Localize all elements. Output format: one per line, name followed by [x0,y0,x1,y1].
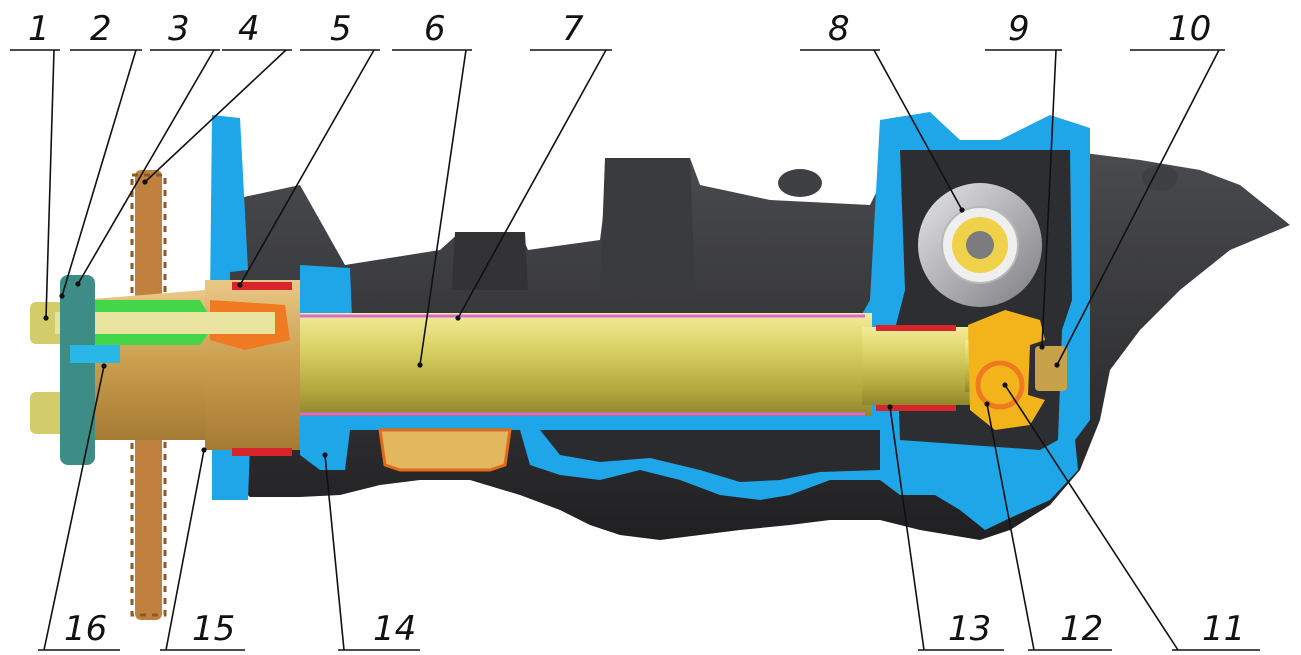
callout-5: 5 [237,9,380,288]
callout-number-16: 16 [64,609,107,649]
callout-leader-16 [43,365,105,651]
callout-number-5: 5 [330,9,352,49]
callout-number-13: 13 [948,609,991,649]
housing-tall-boss [600,158,695,290]
bushing-lower [232,448,292,456]
callout-11: 11 [1002,382,1260,651]
lower-cavity [540,430,880,482]
lower-boss [378,428,512,472]
callout-number-3: 3 [168,9,190,49]
callout-dot-5 [237,282,243,288]
callout-dot-14 [322,452,328,458]
callout-number-8: 8 [828,9,850,49]
bushing-right-upper [876,325,956,331]
callout-number-6: 6 [424,9,446,49]
callout-7: 7 [455,9,612,321]
callout-leader-3 [77,49,215,285]
callout-number-4: 4 [238,9,260,49]
callout-dot-2 [59,293,65,299]
callout-leader-10 [1056,49,1220,366]
callout-15: 15 [160,447,245,651]
callout-number-2: 2 [90,9,112,49]
housing-round-boss [778,169,822,197]
callout-dot-7 [455,315,461,321]
callout-8: 8 [800,9,965,213]
callout-number-10: 10 [1168,9,1211,49]
pinion-gear-bore [966,231,994,259]
callout-16: 16 [38,363,120,651]
callout-number-11: 11 [1202,609,1245,649]
callout-dot-3 [75,281,81,287]
bushing-right-lower [876,405,956,411]
callout-number-9: 9 [1008,9,1030,49]
callout-leader-15 [165,449,205,651]
bushing-upper [232,282,292,290]
callout-dot-6 [417,362,423,368]
callout-leader-2 [61,49,137,297]
callout-14: 14 [322,452,420,651]
blue-green-nut [60,275,95,465]
callout-dot-13 [887,404,893,410]
callout-number-1: 1 [28,9,50,49]
callout-dot-11 [1002,382,1008,388]
callout-9: 9 [985,9,1062,350]
housing-round-boss-right [1142,165,1178,191]
callout-leader-6 [419,49,467,366]
orange-ring [975,360,1025,410]
callout-3: 3 [75,9,220,287]
callout-leader-5 [239,49,375,286]
nut-10 [1035,346,1067,391]
callout-10: 10 [1054,9,1225,368]
front-shaft [55,312,275,334]
callout-leader-11 [1004,384,1179,651]
callout-leader-1 [45,49,55,319]
callout-dot-9 [1039,344,1045,350]
callout-number-15: 15 [192,609,235,649]
callout-number-14: 14 [373,609,416,649]
callout-leader-8 [873,49,963,211]
cyan-pin [70,345,120,363]
callout-4: 4 [142,9,292,185]
callout-dot-1 [43,315,49,321]
callout-dot-16 [101,363,107,369]
callout-12: 12 [984,401,1112,651]
callout-number-12: 12 [1060,609,1103,649]
callout-leader-4 [144,49,287,183]
callout-dot-4 [142,179,148,185]
callout-dot-10 [1054,362,1060,368]
callout-leader-13 [889,406,925,651]
callout-leader-7 [457,49,607,319]
callout-dot-15 [201,447,207,453]
callout-dot-8 [959,207,965,213]
callout-2: 2 [59,9,142,299]
callout-number-7: 7 [562,9,584,49]
callout-1: 1 [10,9,60,321]
callout-13: 13 [887,404,1004,651]
shaft-body [292,313,872,416]
callout-6: 6 [392,9,472,368]
callout-leader-9 [1041,49,1057,348]
callout-leader-12 [986,403,1035,651]
callout-dot-12 [984,401,990,407]
main-shaft [292,313,1010,416]
pinion-gear [918,183,1042,307]
shaft-end [862,327,970,405]
callout-leader-14 [324,454,345,651]
